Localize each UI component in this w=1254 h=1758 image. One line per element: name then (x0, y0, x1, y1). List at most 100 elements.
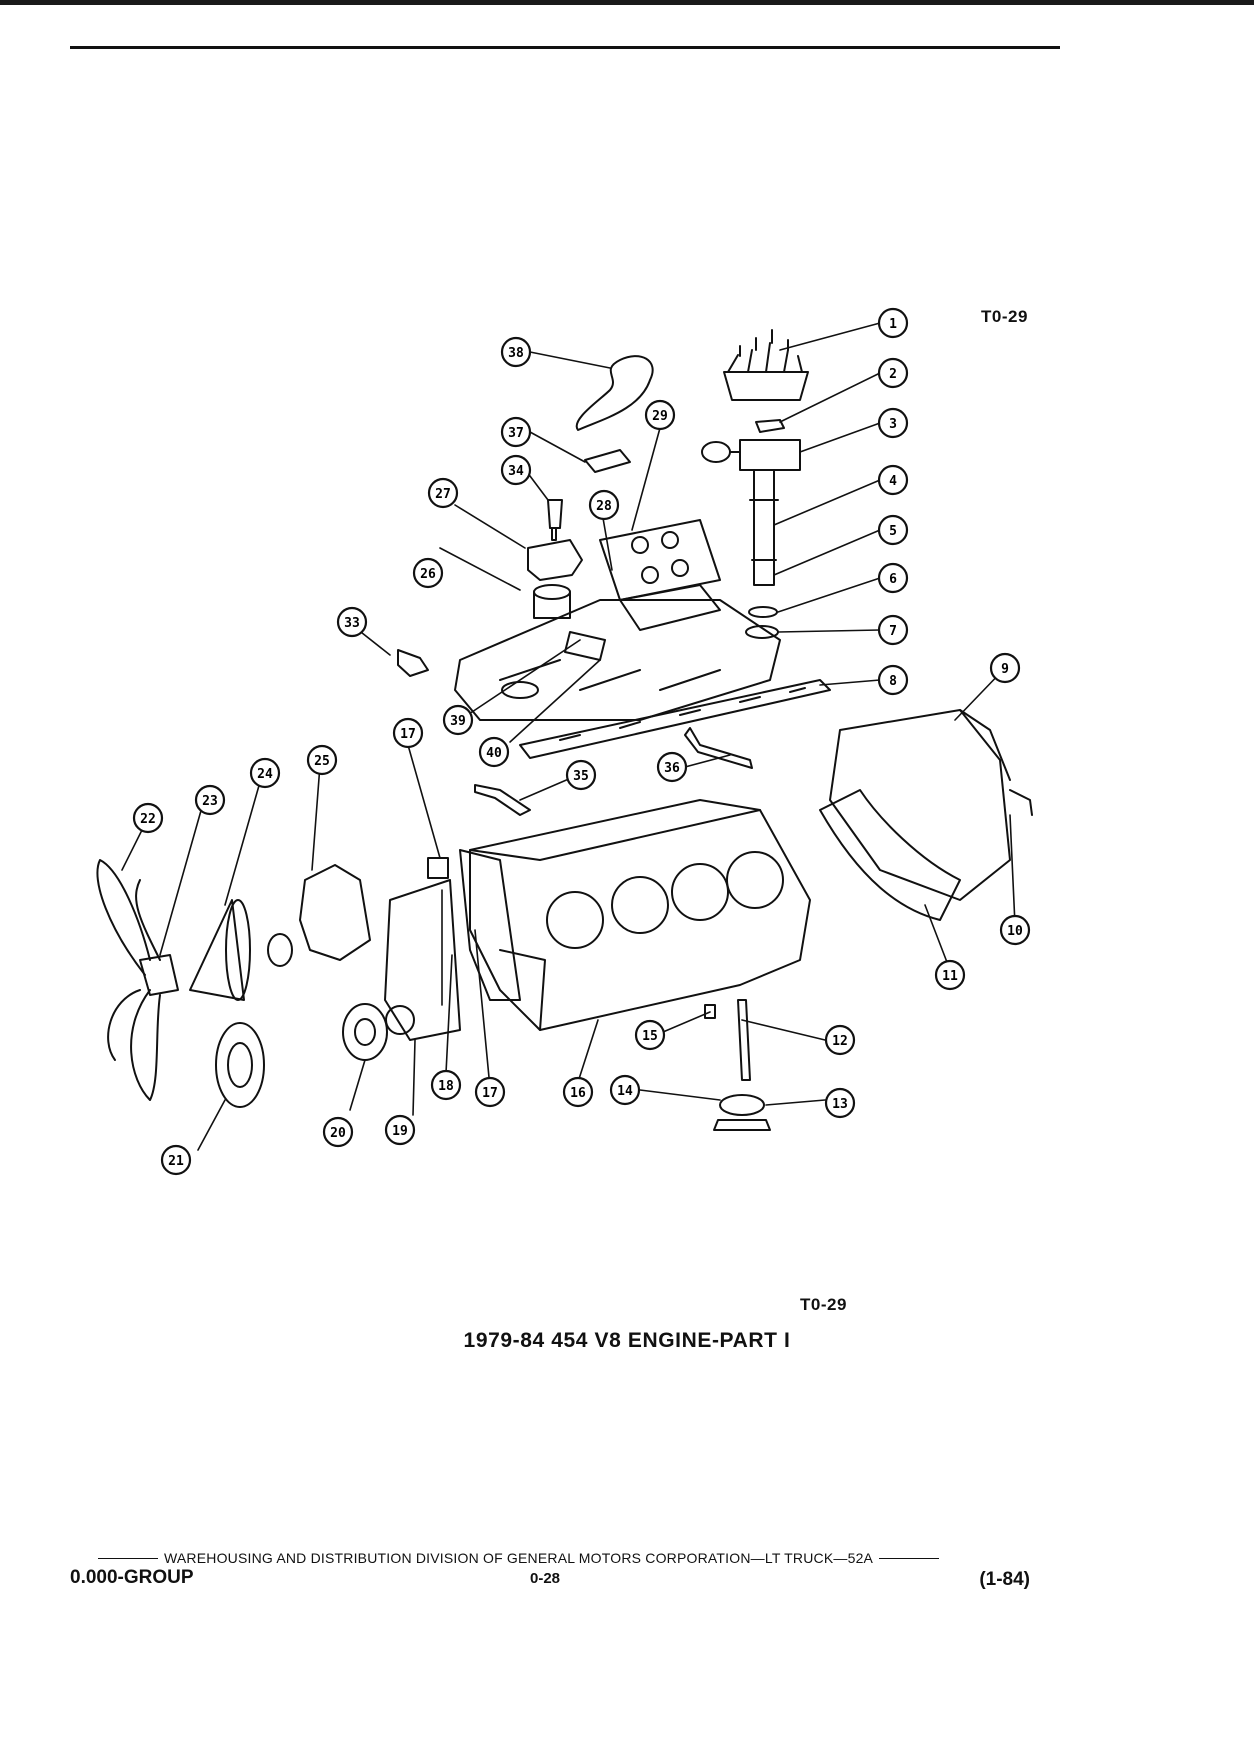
callout-number: 40 (486, 746, 502, 761)
sensor-part-33 (397, 649, 429, 677)
callout-circle (609, 1074, 641, 1106)
small-gasket-part (584, 449, 631, 473)
callout-number: 17 (482, 1086, 498, 1101)
callout-circle (427, 477, 459, 509)
callout-number: 8 (889, 674, 897, 689)
callout-23: 23 (194, 784, 226, 816)
footer-group: 0.000-GROUP (70, 1567, 194, 1588)
callout-1: 1 (877, 307, 909, 339)
callout-bubbles: 1234567891011121314151617171819202122232… (132, 307, 1031, 1176)
small-gasket-part-17 (427, 857, 449, 879)
callout-34: 34 (500, 454, 532, 486)
callout-18: 18 (430, 1069, 462, 1101)
callout-number: 35 (573, 769, 589, 784)
callout-circle (478, 736, 510, 768)
callout-number: 22 (140, 812, 156, 827)
callout-3: 3 (877, 407, 909, 439)
callout-7: 7 (877, 614, 909, 646)
callout-circle (934, 959, 966, 991)
callout-28: 28 (588, 489, 620, 521)
bell-housing-part (829, 709, 1033, 901)
cooling-fan-part (96, 859, 161, 1101)
water-pump-part (267, 864, 371, 967)
callout-35: 35 (565, 759, 597, 791)
callout-number: 16 (570, 1086, 586, 1101)
callout-13: 13 (824, 1087, 856, 1119)
footer-rule-right (879, 1557, 940, 1559)
callout-29: 29 (644, 399, 676, 431)
figure-ref-code-top: T0-29 (981, 307, 1028, 326)
callout-number: 24 (257, 767, 273, 782)
callout-circle (500, 454, 532, 486)
bracket-part-35 (474, 784, 531, 816)
callout-circle (877, 464, 909, 496)
callout-40: 40 (478, 736, 510, 768)
callout-9: 9 (989, 652, 1021, 684)
callout-36: 36 (656, 751, 688, 783)
callout-circle (249, 757, 281, 789)
callout-12: 12 (824, 1024, 856, 1056)
callout-26: 26 (412, 557, 444, 589)
flywheel-shield-part (819, 789, 961, 921)
callout-number: 37 (508, 426, 524, 441)
callout-number: 3 (889, 417, 897, 432)
page-top-edge (0, 0, 1254, 5)
callout-circle (824, 1087, 856, 1119)
callout-number: 27 (435, 487, 451, 502)
callout-circle (877, 614, 909, 646)
distributor-body-part (701, 439, 801, 471)
callout-circle (634, 1019, 666, 1051)
callout-8: 8 (877, 664, 909, 696)
footer-page-number: 0-28 (530, 1570, 561, 1587)
callout-27: 27 (427, 477, 459, 509)
header-rule (70, 46, 1060, 49)
callout-15: 15 (634, 1019, 666, 1051)
callout-circle (194, 784, 226, 816)
callout-number: 38 (508, 346, 524, 361)
callout-number: 5 (889, 524, 897, 539)
callout-circle (336, 606, 368, 638)
callout-39: 39 (442, 704, 474, 736)
callout-circle (877, 407, 909, 439)
callout-number: 39 (450, 714, 466, 729)
figure-caption: 1979-84 454 V8 ENGINE-PART I (463, 1329, 791, 1352)
callout-circle (132, 802, 164, 834)
intake-manifold-part (454, 584, 781, 721)
oil-pickup-part (719, 999, 765, 1116)
callout-number: 34 (508, 464, 524, 479)
thermostat-housing-part (527, 539, 583, 581)
callout-17: 17 (392, 717, 424, 749)
figure-ref-code-bottom: T0-29 (800, 1295, 847, 1314)
leader-lines (121, 322, 1016, 1151)
callout-number: 10 (1007, 924, 1023, 939)
callout-circle (412, 557, 444, 589)
callout-38: 38 (500, 336, 532, 368)
callout-17: 17 (474, 1076, 506, 1108)
callout-number: 12 (832, 1034, 848, 1049)
footer-rule-left (98, 1557, 158, 1559)
callout-number: 28 (596, 499, 612, 514)
callout-20: 20 (322, 1116, 354, 1148)
callout-circle (999, 914, 1031, 946)
oil-screen-part (713, 1119, 771, 1131)
callout-circle (824, 1024, 856, 1056)
callout-24: 24 (249, 757, 281, 789)
callout-number: 29 (652, 409, 668, 424)
carb-gasket-part (599, 519, 721, 601)
callout-22: 22 (132, 802, 164, 834)
engine-block-part (469, 799, 811, 1031)
callout-circle (877, 357, 909, 389)
callout-37: 37 (500, 416, 532, 448)
callout-circle (565, 759, 597, 791)
callout-number: 33 (344, 616, 360, 631)
rotor-part (755, 419, 785, 433)
callout-10: 10 (999, 914, 1031, 946)
callout-number: 25 (314, 754, 330, 769)
callout-circle (877, 307, 909, 339)
callout-number: 1 (889, 317, 897, 332)
crank-pulley-part (215, 1022, 265, 1108)
callout-circle (877, 562, 909, 594)
callout-33: 33 (336, 606, 368, 638)
callout-16: 16 (562, 1076, 594, 1108)
